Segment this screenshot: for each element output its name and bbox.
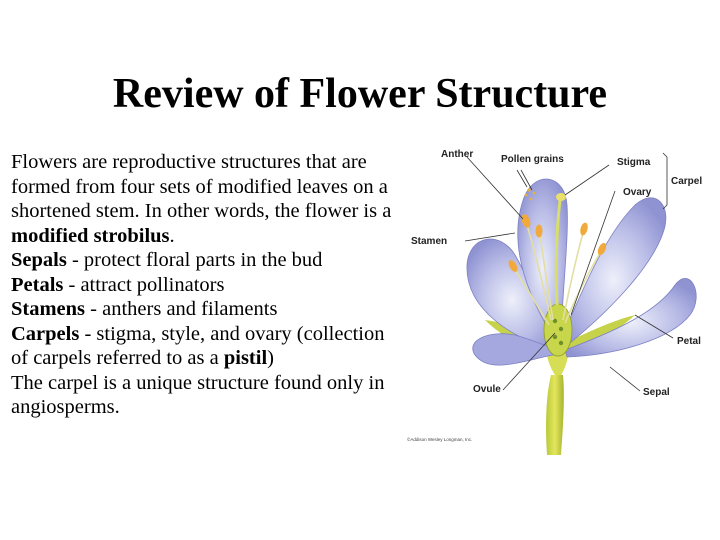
sepals-term: Sepals <box>11 249 67 271</box>
stamens-term: Stamens <box>11 298 86 320</box>
closing-line: The carpel is a unique structure found o… <box>11 371 385 419</box>
label-ovule: Ovule <box>473 384 501 395</box>
stamen-shapes <box>508 214 607 326</box>
figure-credit: ©Addison Wesley Longman, Inc. <box>407 436 472 442</box>
carpels-term: Carpels <box>11 322 80 345</box>
pistil-term: pistil <box>223 347 268 369</box>
stem <box>546 375 564 455</box>
label-pollen-grains: Pollen grains <box>501 154 564 165</box>
intro-text: Flowers are reproductive structures that… <box>11 151 392 222</box>
flower-diagram: Anther Pollen grains Stigma Ovary Carpel… <box>407 149 702 455</box>
stamens-desc: - anthers and filaments <box>85 298 278 320</box>
intro-bold-term: modified strobilus <box>11 224 170 247</box>
sepals-line: Sepals - protect floral parts in the bud <box>11 248 406 273</box>
label-anther: Anther <box>441 149 473 160</box>
intro-end: . <box>169 224 175 247</box>
carpels-desc: - stigma, style, and ovary (collection o… <box>11 322 385 370</box>
petals-term: Petals <box>11 273 64 296</box>
label-ovary: Ovary <box>623 187 652 198</box>
petals-line: Petals - attract pollinators <box>11 273 406 298</box>
stamens-line: Stamens - anthers and filaments <box>11 297 406 322</box>
label-carpel: Carpel <box>671 176 702 187</box>
label-sepal: Sepal <box>643 387 670 398</box>
slide-title: Review of Flower Structure <box>112 71 608 117</box>
label-stamen: Stamen <box>411 236 447 247</box>
petal-shapes <box>466 178 697 366</box>
carpels-line: Carpels - stigma, style, and ovary (coll… <box>11 322 406 371</box>
sepals-desc: - protect floral parts in the bud <box>66 249 323 271</box>
label-petal: Petal <box>677 336 701 347</box>
label-pointers <box>464 152 674 392</box>
intro-paragraph: Flowers are reproductive structures that… <box>11 150 406 248</box>
pollen-grains <box>524 188 536 201</box>
carpels-close: ) <box>267 347 274 369</box>
label-stigma: Stigma <box>617 157 651 168</box>
body-text: Flowers are reproductive structures that… <box>11 150 406 420</box>
petals-desc: - attract pollinators <box>63 273 225 296</box>
